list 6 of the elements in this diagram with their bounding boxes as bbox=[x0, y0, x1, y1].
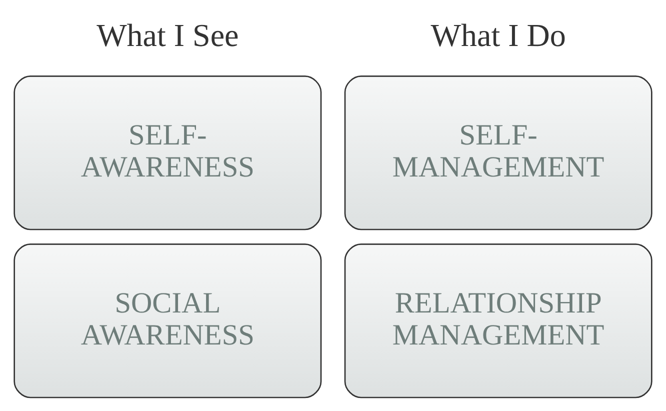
node-box: RELATIONSHIP MANAGEMENT bbox=[344, 244, 652, 398]
label: What I See bbox=[96, 16, 239, 53]
label: What I Do bbox=[430, 16, 566, 53]
node-box: SELF- MANAGEMENT bbox=[344, 76, 652, 230]
node-box: SELF- AWARENESS bbox=[14, 76, 322, 230]
node-box: SOCIAL AWARENESS bbox=[14, 244, 322, 398]
